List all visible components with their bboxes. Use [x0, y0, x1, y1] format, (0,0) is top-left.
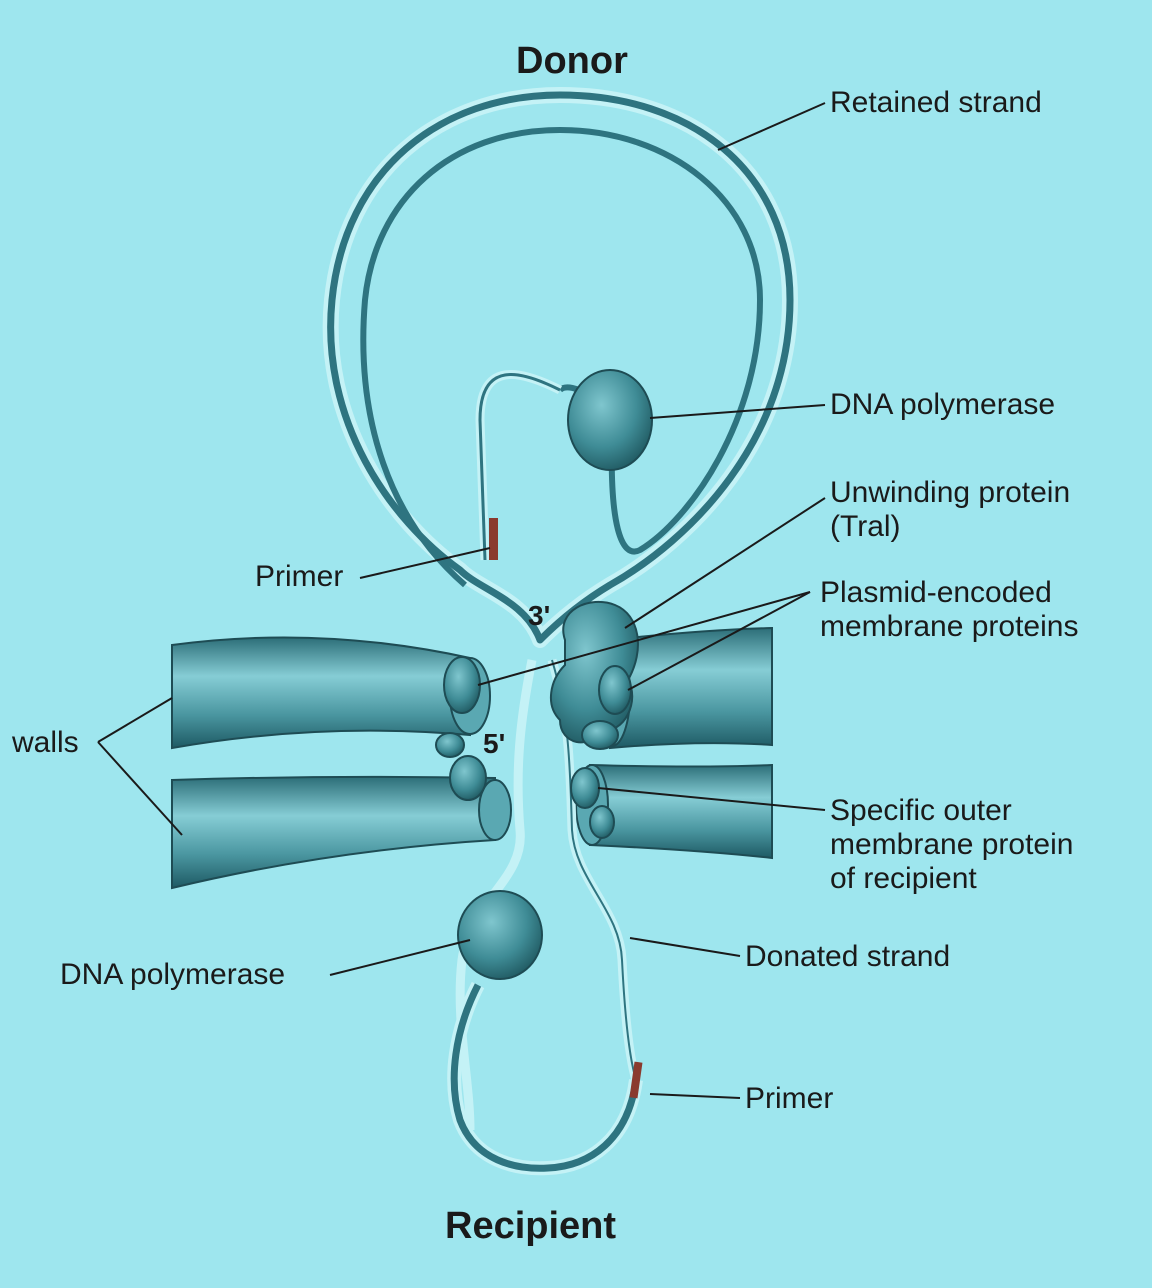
plasmid-proteins-line1: Plasmid-encoded [820, 576, 1078, 610]
plasmid-proteins-label: Plasmid-encoded membrane proteins [820, 576, 1078, 644]
plasmid-proteins-line2: membrane proteins [820, 610, 1078, 644]
pore-protein-left-b [450, 756, 486, 800]
recipient-dna-polymerase-label: DNA polymerase [60, 958, 285, 992]
five-prime-label: 5' [483, 728, 505, 760]
donor-dna-polymerase-shape [568, 370, 652, 470]
outer-membrane-protein-shape [571, 768, 599, 808]
donor-title: Donor [516, 40, 628, 83]
recipient-title: Recipient [445, 1205, 616, 1248]
outer-membrane-protein-label: Specific outer membrane protein of recip… [830, 794, 1073, 896]
membrane-protein-small-shape [582, 721, 618, 749]
recipient-primer-label: Primer [745, 1082, 833, 1116]
outer-protein-line2: membrane protein [830, 828, 1073, 862]
donor-retained-strand [331, 95, 790, 640]
donor-primer-label: Primer [255, 560, 343, 594]
retained-strand-label: Retained strand [830, 86, 1042, 120]
outer-protein-line3: of recipient [830, 862, 1073, 896]
donated-strand-label: Donated strand [745, 940, 950, 974]
membrane-protein-right-shape [599, 666, 631, 714]
unwinding-protein-line2: (Tral) [830, 510, 1070, 544]
walls-label: walls [12, 726, 79, 760]
unwinding-protein-line1: Unwinding protein [830, 476, 1070, 510]
three-prime-label: 3' [528, 600, 550, 632]
recipient-dna-polymerase-shape [458, 891, 542, 979]
unwinding-protein-label: Unwinding protein (Tral) [830, 476, 1070, 544]
membrane-protein-left-shape [444, 657, 480, 713]
donor-primer [489, 518, 498, 560]
recipient-strand [454, 985, 636, 1168]
donor-dna-polymerase-label: DNA polymerase [830, 388, 1055, 422]
outer-protein-line1: Specific outer [830, 794, 1073, 828]
cell-wall-upper-left [172, 637, 490, 748]
pore-protein-left-a [436, 733, 464, 757]
outer-membrane-protein-b [590, 806, 614, 838]
